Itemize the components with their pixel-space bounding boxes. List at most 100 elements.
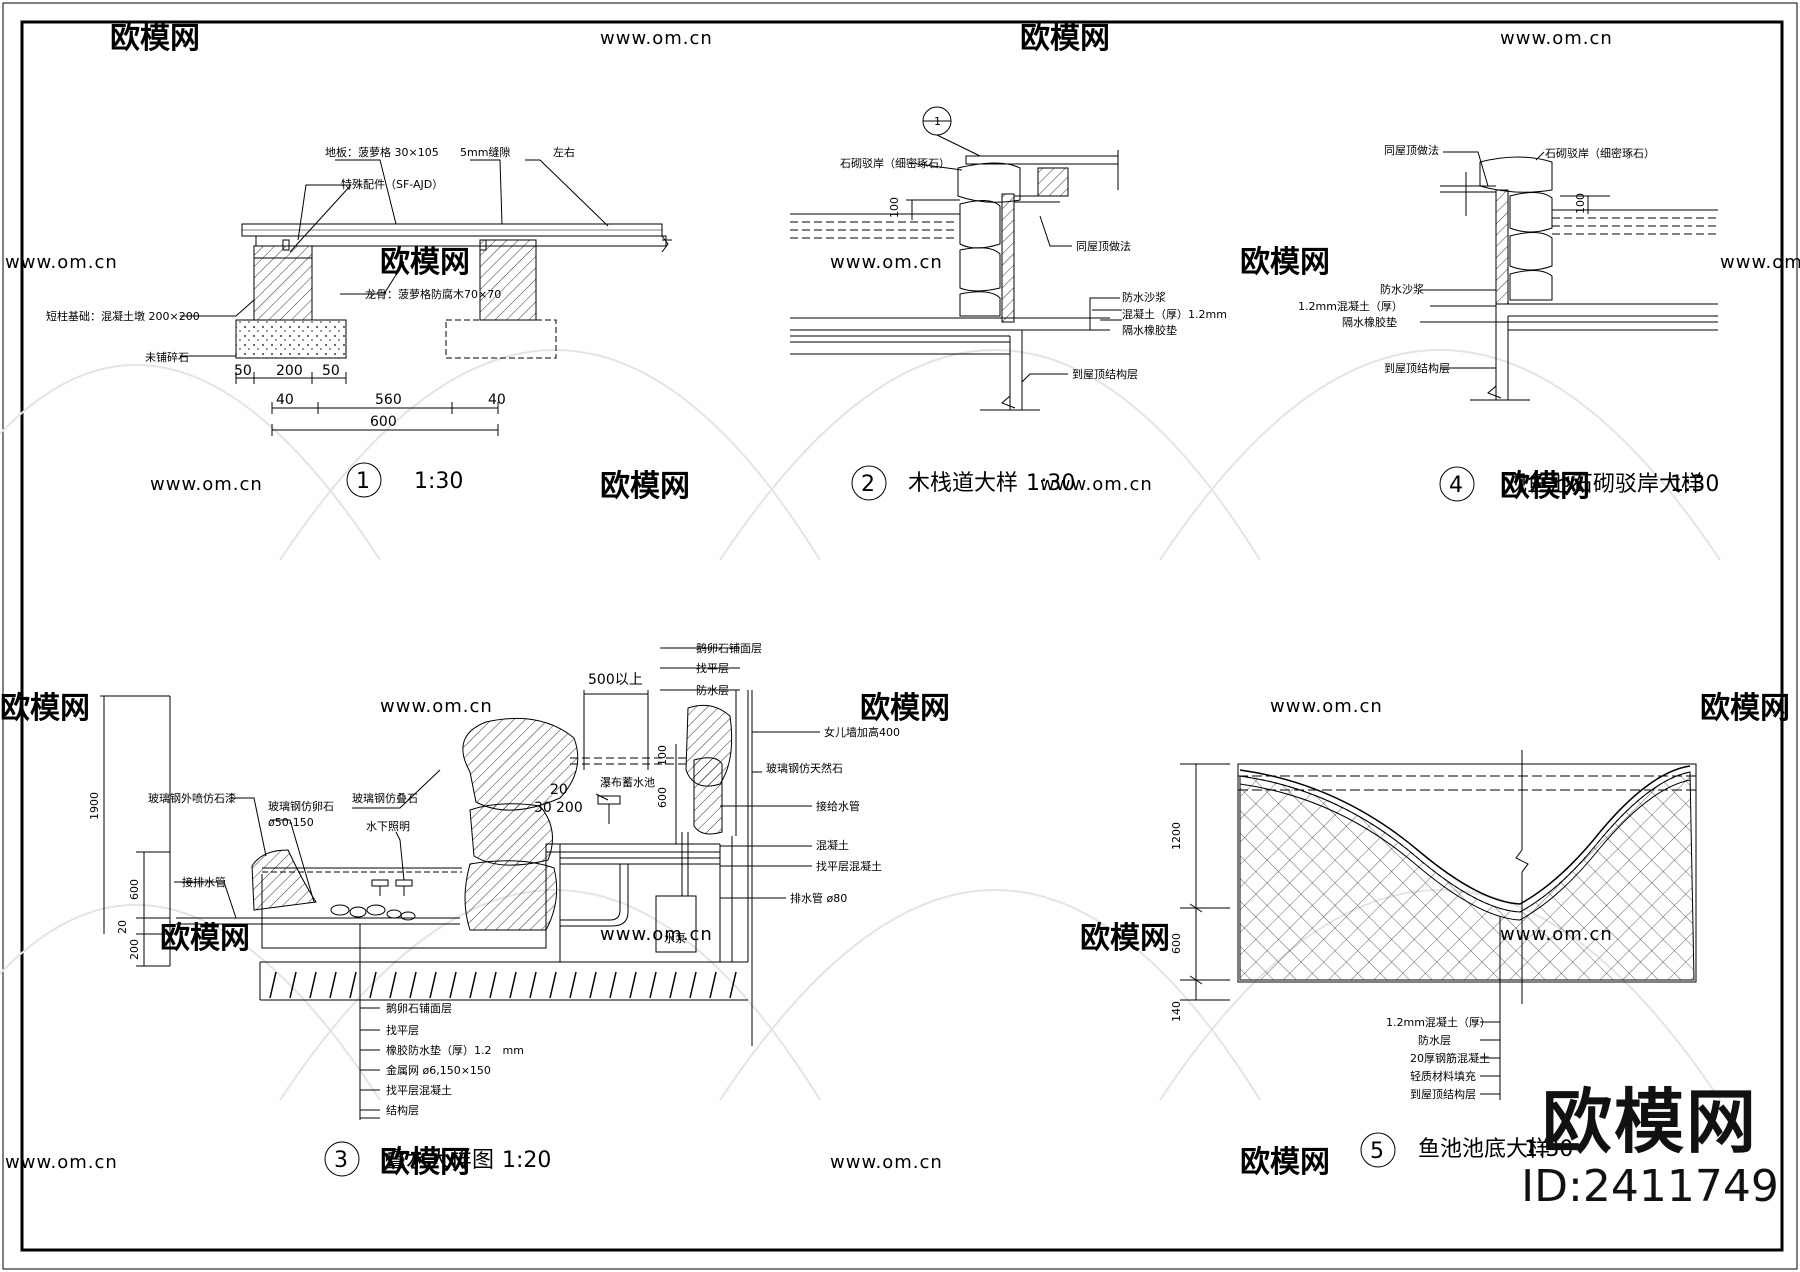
dim-g: 600 [370,414,397,430]
detail-1-number: 1 [356,469,370,494]
watermark-url: www.om.cn [380,696,493,717]
detail-3-title: 叠水大样图 [384,1148,494,1173]
detail-3-waterfall-section [100,647,820,1177]
dim-30: 30 [534,800,552,816]
watermark-brand: 欧模网 [1080,921,1170,956]
dim-v1900: 1900 [88,792,101,820]
label-wp-top: 防水层 [696,683,729,697]
dim-v600: 600 [1170,933,1183,954]
dim-c: 50 [322,363,340,379]
label-felt: 隔水橡胶垫 [1342,315,1397,329]
dim-20: 20 [550,782,568,798]
label-spray: 玻璃钢外喷仿石漆 [148,791,236,805]
label-bank: 石砌驳岸（细密琢石） [840,156,950,170]
watermark-url: www.om.cn [1040,474,1153,495]
detail-2-number: 2 [861,472,875,497]
watermark-url: www.om.cn [5,1152,118,1173]
label-pebble: 鹅卵石铺面层 [386,1001,452,1015]
dim-500: 500以上 [588,672,643,688]
watermark-brand: 欧模网 [380,1145,470,1180]
label-side: 左右 [553,145,575,159]
brand-id: ID:2411749 [1521,1161,1779,1212]
watermark-url: www.om.cn [830,1152,943,1173]
label-drain: 接排水管 [182,875,226,889]
label-bank: 石砌驳岸（细密琢石） [1545,146,1655,160]
watermark-url: www.om.cn [1500,28,1613,49]
watermark-brand: 欧模网 [0,691,90,726]
label-fitting: 特殊配件（SF-AJD） [341,177,443,191]
label-roof: 同屋顶做法 [1384,143,1439,157]
dim-b: 200 [276,363,303,379]
sheet-inner-frame [20,20,1784,1252]
watermark-brand: 欧模网 [1020,21,1110,56]
label-level-top: 找平层 [696,661,729,675]
detail-5-title: 鱼池池底大样 [1418,1137,1550,1162]
dim-v140: 140 [1170,1001,1183,1022]
detail-2-labels: 1 石砌驳岸（细密琢石） 同屋顶做法 防水沙浆 混凝土（厚）1.2mm 隔水橡胶… [840,115,1227,497]
label-keel: 龙骨：菠萝格防腐木70×70 [365,287,501,301]
watermark-url: www.om.cn [830,252,943,273]
detail-4-scale: 1:30 [1670,472,1719,497]
dim-v600: 600 [128,879,141,900]
detail-2-ref: 1 [934,115,941,128]
watermark-brand: 欧模网 [1700,691,1790,726]
label-mortar: 防水沙浆 [1122,290,1166,304]
label-drain80: 排水管 ø80 [790,891,847,905]
dim-f: 40 [488,392,506,408]
detail-2-scale: 1:30 [1026,471,1075,496]
label-cobble-size: ø50-150 [268,816,314,829]
label-stone-nat: 玻璃钢仿天然石 [766,761,843,775]
dim-100: 100 [656,745,669,766]
watermarks: 欧模网 www.om.cn 欧模网 www.om.cn www.om.cn 欧模… [0,21,1800,1180]
label-light: 水下照明 [366,820,410,833]
detail-1-boardwalk-section [180,159,672,498]
detail-4-labels: 同屋顶做法 石砌驳岸（细密琢石） 防水沙浆 1.2mm混凝土（厚） 隔水橡胶垫 … [1298,143,1719,498]
dim-a: 50 [234,363,252,379]
detail-4-number: 4 [1449,473,1463,498]
watermark-url: www.om.cn [1720,252,1800,273]
label-mesh: 金属网 ø6,150×150 [386,1063,491,1077]
dim-h: 100 [1574,193,1587,214]
label-parapet: 女儿墙加高400 [824,725,900,739]
watermark-brand: 欧模网 [380,245,470,280]
detail-5-pond-bottom [1180,750,1697,1168]
detail-5-scale: 1:30 [1524,1137,1573,1162]
label-pebble-top: 鹅卵石铺面层 [696,641,762,655]
detail-3-labels: 鹅卵石铺面层 找平层 防水层 女儿墙加高400 玻璃钢仿天然石 接给水管 混凝土… [88,641,900,1173]
label-struct: 结构层 [386,1103,419,1117]
label-roof: 同屋顶做法 [1076,239,1131,253]
watermark-brand: 欧模网 [1500,469,1590,504]
watermark-brand: 欧模网 [1240,245,1330,280]
detail-3-scale: 1:20 [502,1148,551,1173]
label-felt: 隔水橡胶垫 [1122,323,1177,337]
label-concrete: 1.2mm混凝土（厚） [1298,299,1403,313]
label-light-fill: 轻质材料填充 [1410,1069,1476,1083]
label-roofslab: 到屋顶结构层 [1384,361,1450,375]
label-concrete: 混凝土 [816,838,849,852]
label-concrete: 1.2mm混凝土（厚） [1386,1015,1491,1029]
watermark-brand: 欧模网 [160,921,250,956]
dim-200: 200 [556,800,583,816]
dim-h: 100 [888,197,901,218]
label-concrete: 混凝土（厚）1.2mm [1122,307,1227,321]
brand-name: 欧模网 [1542,1081,1758,1163]
watermark-brand: 欧模网 [860,691,950,726]
label-rubber: 橡胶防水垫（厚）1.2 mm [386,1043,524,1057]
watermark-url: www.om.cn [5,252,118,273]
label-roofslab: 到屋顶结构层 [1072,367,1138,381]
detail-5-labels: 1.2mm混凝土（厚） 防水层 20厚钢筋混凝土 轻质材料填充 到屋顶结构层 1… [1170,822,1573,1164]
dim-v200: 200 [128,939,141,960]
label-rc: 20厚钢筋混凝土 [1410,1051,1490,1065]
detail-4-title: 观鱼池石砌驳岸大样 [1505,472,1703,497]
brand-block: 欧模网 ID:2411749 [1510,1085,1790,1211]
watermark-brand: 欧模网 [1240,1145,1330,1180]
dim-v20: 20 [116,920,129,934]
label-roofslab: 到屋顶结构层 [1410,1087,1476,1101]
label-supply: 接给水管 [816,799,860,813]
label-level-conc2: 找平层混凝土 [386,1083,452,1097]
detail-1-labels: 地板：菠萝格 30×105 5mm缝隙 左右 特殊配件（SF-AJD） 龙骨：菠… [46,145,575,494]
watermark-url: www.om.cn [150,474,263,495]
label-wp: 防水层 [1418,1033,1451,1047]
